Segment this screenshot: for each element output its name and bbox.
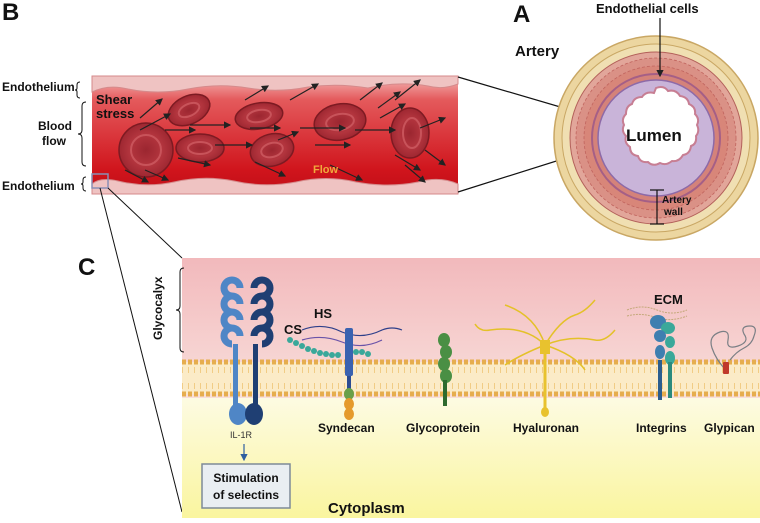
- rbc: [118, 122, 174, 178]
- red-blood-cells: [118, 93, 430, 178]
- cs-label: CS: [284, 322, 302, 337]
- artery-wall-label-2: wall: [663, 207, 683, 218]
- integrins: [626, 306, 688, 400]
- cytoplasm-label: Cytoplasm: [328, 500, 405, 517]
- endothelium-top-label: Endothelium: [2, 80, 75, 94]
- zoom-line: [99, 187, 183, 513]
- glycoprotein-label: Glycoprotein: [406, 421, 480, 435]
- panel-c-letter: C: [78, 254, 95, 281]
- brace: [77, 101, 87, 167]
- brace: [175, 267, 185, 353]
- syndecan-label: Syndecan: [318, 421, 375, 435]
- zoom-line: [107, 187, 183, 259]
- glypican: [710, 325, 756, 374]
- selectins-box: [201, 463, 291, 509]
- endothelial-cells-label: Endothelial cells: [596, 1, 699, 16]
- selectins-label-1: Stimulation: [213, 471, 278, 485]
- integrins-label: Integrins: [636, 421, 687, 435]
- blood-flow-label-2: flow: [42, 134, 67, 148]
- rbc: [175, 133, 225, 163]
- glypican-label: Glypican: [704, 421, 755, 435]
- artery-wall-label-1: Artery: [662, 195, 692, 206]
- hyaluronan: [474, 299, 616, 417]
- rbc: [249, 132, 295, 168]
- rbc: [390, 107, 430, 159]
- rbc: [234, 101, 284, 131]
- syndecan: [287, 325, 403, 420]
- flow-label: Flow: [313, 164, 338, 176]
- artery-cross-section: [553, 35, 759, 241]
- rbc: [167, 93, 211, 127]
- lumen-label: Lumen: [626, 126, 682, 145]
- hs-label: HS: [314, 306, 332, 321]
- selectins-label-2: of selectins: [213, 488, 279, 502]
- shear-stress-label-2: stress: [96, 106, 134, 121]
- flow-arrows: [124, 79, 447, 183]
- hyaluronan-label: Hyaluronan: [513, 421, 579, 435]
- artery-label: Artery: [515, 43, 560, 60]
- il-1r-label: IL-1R: [230, 430, 253, 440]
- panel-a-letter: A: [513, 1, 530, 28]
- cell-membrane: [182, 359, 760, 397]
- blood-flow-label-1: Blood: [38, 119, 72, 133]
- shear-stress-label-1: Shear: [96, 92, 132, 107]
- endothelium-bottom-label: Endothelium: [2, 179, 75, 193]
- panel-b-letter: B: [2, 0, 19, 26]
- ecm-label: ECM: [654, 292, 683, 307]
- il-1r-receptor: [220, 276, 274, 425]
- brace: [80, 176, 87, 192]
- brace: [74, 81, 81, 99]
- glycocalyx-label: Glycocalyx: [151, 276, 165, 340]
- glycoprotein: [438, 333, 452, 406]
